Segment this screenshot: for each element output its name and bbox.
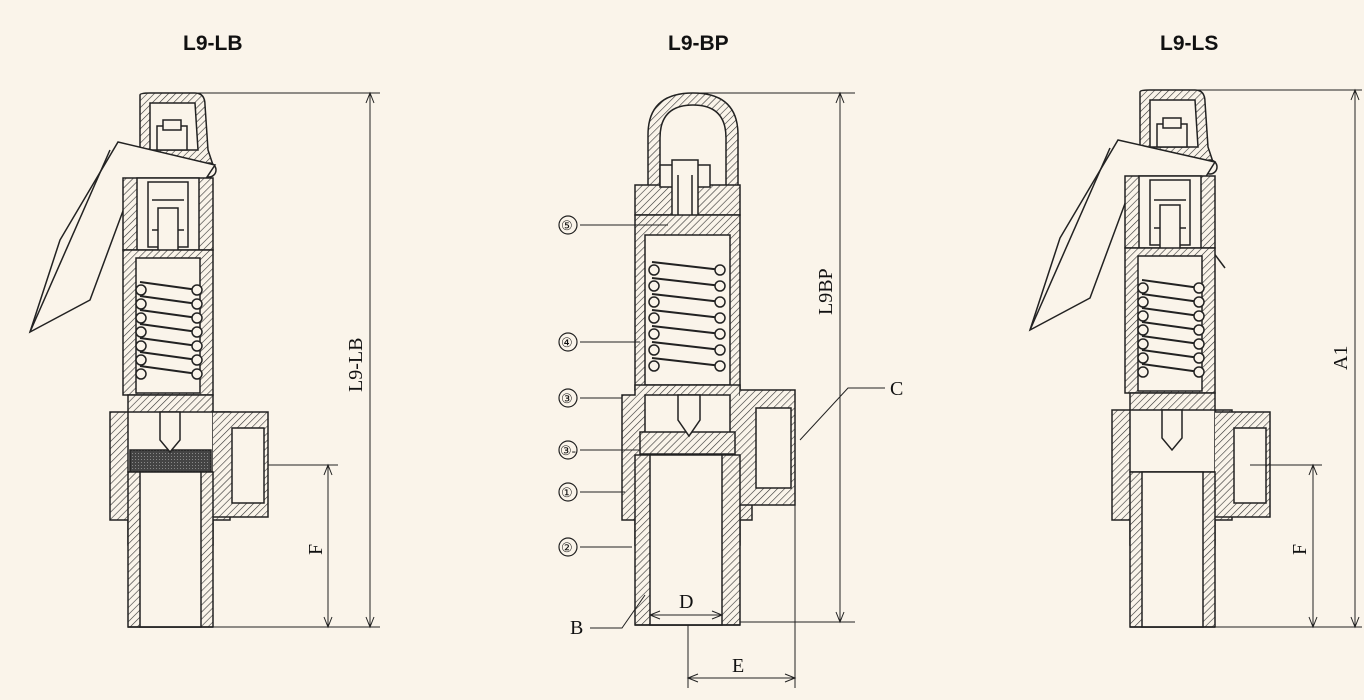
valve-l9-lb (28, 91, 380, 629)
title-l9-bp: L9-BP (668, 32, 729, 55)
title-l9-ls: L9-LS (1160, 32, 1219, 55)
dim-label-e: E (732, 655, 744, 677)
callout-2: ② (561, 540, 573, 555)
dim-label-a1: A1 (1330, 346, 1352, 370)
valve-l9-ls (1028, 88, 1362, 629)
dim-label-d: D (679, 591, 693, 613)
callout-4: ④ (561, 335, 573, 350)
valve-l9-bp (558, 91, 885, 688)
dim-label-c: C (890, 378, 903, 400)
dim-label-l9bp: L9BP (815, 268, 837, 315)
dim-label-b: B (570, 617, 583, 639)
callout-5: ⑤ (561, 218, 573, 233)
dim-label-f-left: F (305, 544, 327, 555)
dim-label-l9-lb: L9-LB (345, 338, 367, 392)
callout-3: ③ (561, 391, 573, 406)
dim-label-f-right: F (1289, 544, 1311, 555)
callout-3-sub: ③- (560, 443, 576, 458)
title-l9-lb: L9-LB (183, 32, 243, 55)
callout-1: ① (561, 485, 573, 500)
